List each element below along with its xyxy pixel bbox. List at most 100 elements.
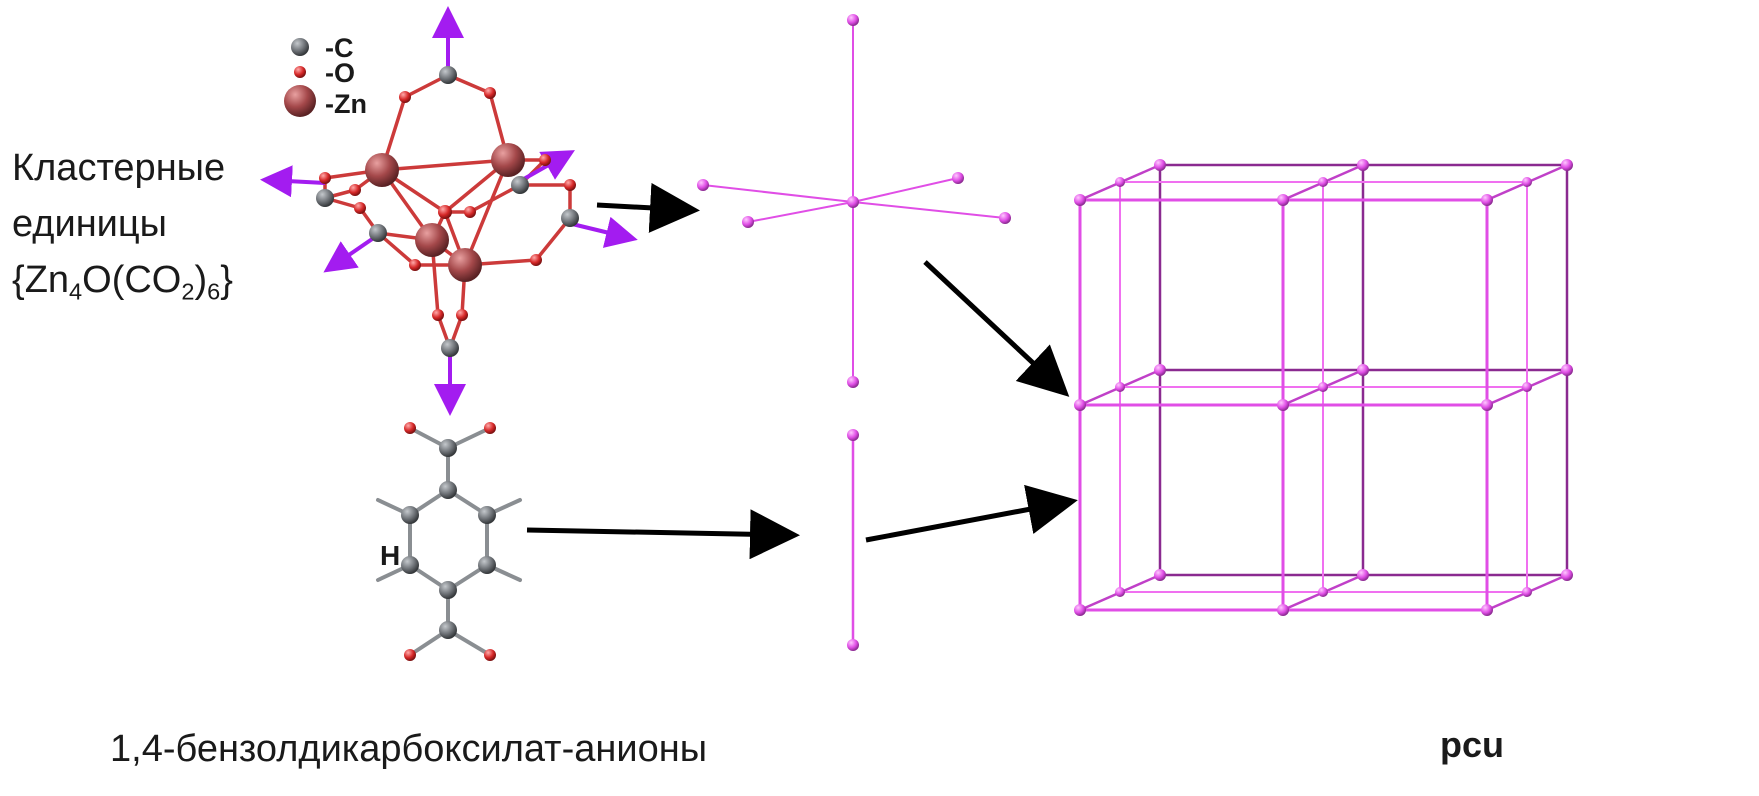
node-terminal bbox=[952, 172, 964, 184]
oxygen-atom bbox=[432, 309, 444, 321]
node-edge bbox=[702, 184, 854, 203]
pcu-node bbox=[1481, 194, 1493, 206]
bdc-linker-model bbox=[376, 422, 522, 661]
oxygen-atom bbox=[539, 154, 551, 166]
oxygen-atom bbox=[404, 649, 416, 661]
flow-arrow bbox=[526, 509, 800, 560]
carbon-atom bbox=[401, 506, 419, 524]
pcu-node bbox=[1357, 569, 1369, 581]
oxygen-atom bbox=[484, 422, 496, 434]
connection-vector bbox=[323, 233, 380, 273]
flow-arrow bbox=[923, 260, 1070, 397]
pcu-node bbox=[1277, 194, 1289, 206]
cluster-formula: {Zn4O(CO2)6} bbox=[12, 259, 233, 305]
carbon-atom bbox=[439, 621, 457, 639]
pcu-node bbox=[1074, 604, 1086, 616]
oxygen-atom bbox=[349, 184, 361, 196]
legend-o-atom bbox=[294, 66, 306, 78]
pcu-node bbox=[1357, 364, 1369, 376]
flow-arrow bbox=[596, 182, 700, 233]
pcu-label: pcu bbox=[1440, 724, 1505, 765]
connection-vector bbox=[567, 216, 638, 248]
carbon-atom bbox=[439, 581, 457, 599]
flow-arrow bbox=[865, 484, 1078, 543]
node-terminal bbox=[697, 179, 709, 191]
linker-label: 1,4-бензолдикарбоксилат-анионы bbox=[110, 728, 708, 770]
oxygen-atom bbox=[399, 91, 411, 103]
pcu-node bbox=[1154, 364, 1166, 376]
node-edge bbox=[852, 177, 959, 203]
node-terminal bbox=[847, 376, 859, 388]
oxygen-atom bbox=[409, 259, 421, 271]
legend-c-text: -C bbox=[325, 33, 354, 63]
pcu-node bbox=[1522, 177, 1532, 187]
pcu-node bbox=[1318, 587, 1328, 597]
pcu-node bbox=[1277, 399, 1289, 411]
atom-legend: -C -O -Zn bbox=[284, 33, 367, 119]
oxygen-atom bbox=[484, 649, 496, 661]
pcu-node bbox=[1115, 587, 1125, 597]
cluster-bond bbox=[534, 216, 572, 262]
node-terminal bbox=[999, 212, 1011, 224]
carbon-atom bbox=[369, 224, 387, 242]
pcu-node bbox=[1074, 194, 1086, 206]
pcu-node bbox=[1154, 159, 1166, 171]
zn4o-cluster-model bbox=[260, 6, 638, 416]
oxygen-atom bbox=[456, 309, 468, 321]
pcu-node bbox=[1522, 382, 1532, 392]
connection-vector bbox=[521, 150, 575, 182]
rod-terminal bbox=[847, 639, 859, 651]
oxygen-atom bbox=[564, 179, 576, 191]
rod-terminal bbox=[847, 429, 859, 441]
legend-zn-text: -Zn bbox=[325, 89, 367, 119]
node-terminal bbox=[847, 14, 859, 26]
carbon-atom bbox=[478, 556, 496, 574]
zinc-atom bbox=[415, 223, 449, 257]
linear-linker-rod bbox=[847, 429, 859, 651]
pcu-node bbox=[1481, 604, 1493, 616]
carbon-atom bbox=[511, 176, 529, 194]
pcu-net bbox=[1074, 159, 1573, 616]
connection-vector bbox=[260, 165, 326, 198]
pcu-node bbox=[1522, 587, 1532, 597]
oxygen-atom bbox=[354, 202, 366, 214]
legend-o-text: -O bbox=[325, 58, 355, 88]
pcu-node bbox=[1357, 159, 1369, 171]
cluster-bond bbox=[380, 158, 510, 172]
oxygen-atom bbox=[530, 254, 542, 266]
node-edge bbox=[852, 201, 1006, 219]
carbon-atom bbox=[441, 339, 459, 357]
six-connected-node bbox=[697, 14, 1011, 388]
cluster-label-line2: единицы bbox=[12, 203, 167, 245]
pcu-node bbox=[1277, 604, 1289, 616]
cluster-label: Кластерные единицы {Zn4O(CO2)6} bbox=[12, 140, 233, 308]
carbon-atom bbox=[439, 439, 457, 457]
pcu-node bbox=[1115, 382, 1125, 392]
node-terminal bbox=[742, 216, 754, 228]
oxygen-atom bbox=[404, 422, 416, 434]
oxygen-atom bbox=[319, 172, 331, 184]
central-oxygen-atom bbox=[438, 205, 452, 219]
pcu-node bbox=[1074, 399, 1086, 411]
zinc-atom bbox=[448, 248, 482, 282]
pcu-node bbox=[1318, 382, 1328, 392]
hydrogen-label: H bbox=[380, 540, 401, 571]
legend-c-atom bbox=[291, 38, 309, 56]
pcu-node bbox=[1561, 569, 1573, 581]
flow-arrows bbox=[526, 182, 1078, 560]
legend-zn-atom bbox=[284, 85, 316, 117]
pcu-node bbox=[1561, 364, 1573, 376]
node-edge bbox=[747, 201, 854, 223]
node-center bbox=[847, 196, 859, 208]
zinc-atom bbox=[365, 153, 399, 187]
pcu-node bbox=[1481, 399, 1493, 411]
zinc-atom bbox=[491, 143, 525, 177]
pcu-node bbox=[1154, 569, 1166, 581]
pcu-node bbox=[1115, 177, 1125, 187]
carbon-atom bbox=[439, 66, 457, 84]
carbon-atom bbox=[439, 481, 457, 499]
cluster-bond bbox=[468, 183, 522, 214]
oxygen-atom bbox=[464, 206, 476, 218]
carbon-atom bbox=[478, 506, 496, 524]
